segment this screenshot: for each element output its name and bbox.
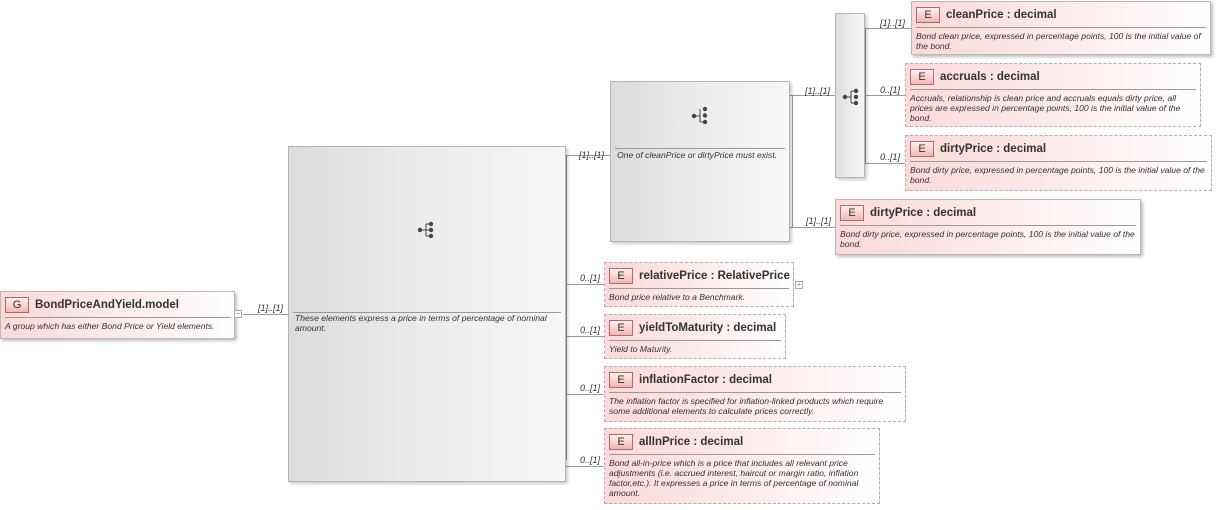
- divider: [609, 454, 875, 455]
- occurrence-label: [1]..[1]: [258, 303, 284, 313]
- group-doc: A group which has either Bond Price or Y…: [5, 321, 215, 331]
- element-doc: Bond dirty price, expressed in percentag…: [910, 165, 1205, 185]
- element-title: yieldToMaturity : decimal: [639, 322, 777, 334]
- group-title: BondPriceAndYield.model: [35, 299, 179, 311]
- element-doc: Accruals, relationship is clean price an…: [910, 93, 1181, 123]
- collapse-toggle[interactable]: −: [234, 309, 242, 318]
- occurrence-label: 0..[1]: [580, 325, 601, 335]
- divider: [293, 312, 561, 313]
- divider: [910, 89, 1196, 90]
- occurrence-label: 0..[1]: [880, 152, 901, 162]
- expand-toggle[interactable]: +: [795, 280, 803, 289]
- connector: [566, 394, 604, 395]
- connector: [566, 155, 610, 156]
- choice-icon: [691, 106, 708, 124]
- element-title: cleanPrice : decimal: [946, 9, 1057, 21]
- element-doc: Bond dirty price, expressed in percentag…: [840, 229, 1135, 249]
- connector: [566, 284, 604, 285]
- occurrence-label: 0..[1]: [580, 383, 601, 393]
- connector: [566, 336, 604, 337]
- occurrence-label: [1]..[1]: [880, 18, 906, 28]
- connector: [865, 163, 905, 164]
- connector: [566, 155, 567, 460]
- element-title: dirtyPrice : decimal: [940, 143, 1047, 155]
- sequence-icon: [842, 88, 859, 106]
- element-badge: E: [609, 434, 633, 450]
- divider: [910, 161, 1207, 162]
- divider: [609, 288, 789, 289]
- connector: [790, 227, 835, 228]
- choice-box[interactable]: One of cleanPrice or dirtyPrice must exi…: [610, 81, 790, 242]
- element-title: relativePrice : RelativePrice: [639, 270, 790, 282]
- occurrence-label: [1]..[1]: [579, 150, 605, 160]
- element-doc: Bond clean price, expressed in percentag…: [916, 31, 1201, 51]
- connector: [792, 95, 793, 227]
- sequence-doc: These elements express a price in terms …: [295, 313, 547, 333]
- divider: [609, 340, 781, 341]
- element-title: accruals : decimal: [940, 71, 1040, 83]
- occurrence-label: 0..[1]: [580, 455, 601, 465]
- connector: [243, 314, 288, 315]
- element-badge: E: [916, 7, 940, 23]
- group-badge: G: [5, 297, 29, 313]
- divider: [5, 317, 230, 318]
- divider: [609, 392, 901, 393]
- element-doc: The inflation factor is specified for in…: [609, 396, 884, 416]
- element-badge: E: [910, 69, 934, 85]
- connector: [566, 466, 604, 467]
- element-title: allInPrice : decimal: [639, 436, 744, 448]
- element-title: inflationFactor : decimal: [639, 374, 772, 386]
- element-badge: E: [910, 141, 934, 157]
- element-badge: E: [609, 268, 633, 284]
- element-badge: E: [609, 372, 633, 388]
- element-doc: Bond all-in-price which is a price that …: [609, 458, 859, 498]
- element-doc: Bond price relative to a Benchmark.: [609, 292, 746, 302]
- element-badge: E: [609, 320, 633, 336]
- occurrence-label: 0..[1]: [580, 273, 601, 283]
- connector: [865, 95, 905, 96]
- element-title: dirtyPrice : decimal: [870, 207, 977, 219]
- connector: [790, 95, 835, 96]
- occurrence-label: [1]..[1]: [805, 86, 831, 96]
- divider: [840, 225, 1136, 226]
- divider: [916, 27, 1206, 28]
- divider: [615, 148, 785, 149]
- choice-doc: One of cleanPrice or dirtyPrice must exi…: [617, 150, 777, 160]
- occurrence-label: [1]..[1]: [806, 216, 832, 226]
- occurrence-label: 0..[1]: [880, 85, 901, 95]
- group-bondpriceandyield-model[interactable]: G BondPriceAndYield.model A group which …: [0, 291, 235, 339]
- sequence-box-inner[interactable]: [835, 13, 865, 178]
- element-doc: Yield to Maturity.: [609, 344, 673, 354]
- sequence-icon: [417, 221, 434, 239]
- connector: [865, 28, 911, 29]
- sequence-box-outer[interactable]: These elements express a price in terms …: [288, 146, 566, 482]
- element-badge: E: [840, 205, 864, 221]
